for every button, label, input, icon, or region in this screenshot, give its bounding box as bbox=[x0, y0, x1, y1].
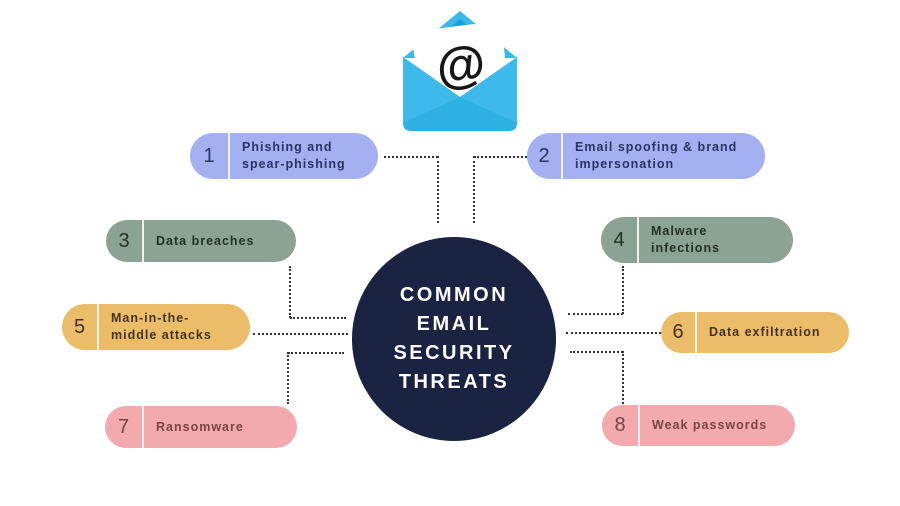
threat-pill-2: 2 Email spoofing & brand impersonation bbox=[527, 133, 765, 179]
envelope-left-fold bbox=[403, 57, 460, 123]
threat-pill-6: 6 Data exfiltration bbox=[661, 312, 849, 353]
threat-label: Data breaches bbox=[156, 233, 255, 248]
threat-pill-1: 1 Phishing and spear-phishing bbox=[190, 133, 378, 179]
center-title-circle: COMMON EMAIL SECURITY THREATS bbox=[352, 237, 556, 441]
threat-label: Ransomware bbox=[156, 419, 244, 434]
pill-divider bbox=[142, 220, 144, 262]
email-envelope-icon: @ bbox=[403, 11, 517, 131]
threat-pill-4: 4 Malware infections bbox=[601, 217, 793, 263]
connector-7-horizontal bbox=[288, 352, 344, 354]
pill-divider bbox=[695, 312, 697, 353]
pill-divider bbox=[228, 133, 230, 179]
pill-divider bbox=[638, 405, 640, 446]
connector-7-vertical bbox=[287, 352, 289, 404]
connector-6-horizontal bbox=[566, 332, 661, 334]
title-line: COMMON bbox=[399, 284, 509, 306]
threat-number: 6 bbox=[672, 321, 684, 343]
pill-divider bbox=[561, 133, 563, 179]
connector-2-vertical bbox=[473, 156, 475, 223]
title-line: SECURITY bbox=[393, 342, 515, 364]
threat-label: Man-in-the- middle attacks bbox=[111, 311, 212, 342]
threat-number: 2 bbox=[538, 144, 550, 167]
connector-2-horizontal bbox=[474, 156, 527, 158]
pill-divider bbox=[142, 406, 144, 448]
threat-label: Weak passwords bbox=[652, 418, 768, 433]
connector-4-horizontal bbox=[568, 313, 623, 315]
threat-label: Data exfiltration bbox=[709, 325, 821, 340]
threat-number: 1 bbox=[203, 144, 215, 167]
connector-8-vertical bbox=[622, 351, 624, 404]
threat-label: Email spoofing & brand impersonation bbox=[575, 140, 738, 171]
connector-1-vertical bbox=[437, 156, 439, 223]
envelope-right-fold bbox=[460, 57, 517, 123]
title-line: THREATS bbox=[398, 371, 510, 393]
threat-pill-3: 3 Data breaches bbox=[106, 220, 296, 262]
envelope-front bbox=[403, 57, 517, 131]
pill-divider bbox=[637, 217, 639, 263]
threat-number: 5 bbox=[73, 315, 86, 338]
threat-label: Phishing and spear-phishing bbox=[242, 140, 346, 171]
pill-divider bbox=[97, 304, 99, 350]
threat-label: Malware infections bbox=[651, 224, 721, 255]
connector-8-horizontal bbox=[570, 351, 623, 353]
connector-3-horizontal bbox=[290, 317, 346, 319]
threat-number: 3 bbox=[118, 229, 130, 252]
threat-number: 8 bbox=[614, 414, 626, 436]
connector-1-horizontal bbox=[384, 156, 438, 158]
connector-5-horizontal bbox=[253, 333, 348, 335]
title-line: EMAIL bbox=[416, 313, 492, 335]
threat-pill-5: 5 Man-in-the- middle attacks bbox=[62, 304, 250, 350]
threat-pill-8: 8 Weak passwords bbox=[602, 405, 795, 446]
connector-3-vertical bbox=[289, 266, 291, 318]
threat-number: 4 bbox=[613, 228, 625, 251]
threat-pill-7: 7 Ransomware bbox=[105, 406, 297, 448]
connector-4-vertical bbox=[622, 266, 624, 314]
threat-number: 7 bbox=[117, 415, 130, 438]
